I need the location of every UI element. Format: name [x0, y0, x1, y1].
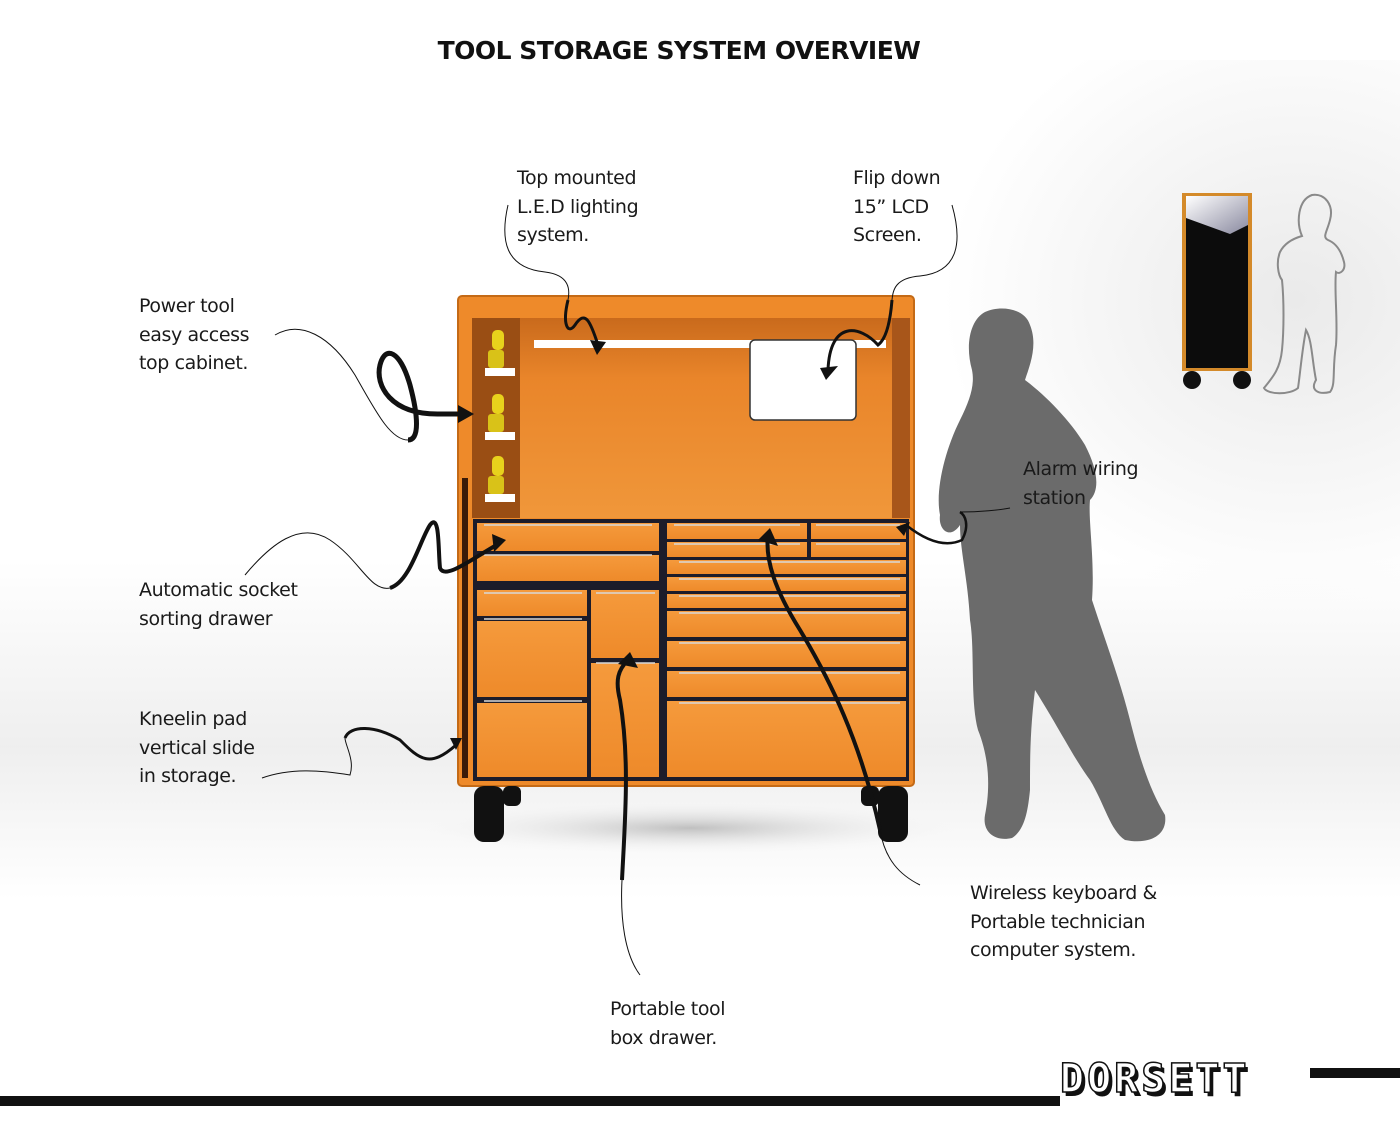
tool-cabinet	[457, 295, 915, 842]
drawer	[477, 621, 587, 697]
page-title: TOOL STORAGE SYSTEM OVERVIEW	[437, 36, 921, 65]
callout-line: Kneelin pad	[139, 708, 247, 730]
person-outline-icon	[1262, 193, 1346, 395]
callout-led-lighting: Top mounted L.E.D lighting system.	[517, 164, 639, 250]
callout-line: L.E.D lighting	[517, 195, 639, 218]
curved-arrow-icon	[621, 879, 641, 976]
callout-line: station	[1023, 486, 1086, 509]
power-tool-3	[485, 456, 515, 502]
brand-logo: DORSETT	[1059, 1055, 1250, 1103]
drawer	[667, 701, 906, 777]
curved-arrow-icon	[343, 727, 457, 761]
callout-line: Alarm wiring	[1023, 458, 1139, 480]
curved-arrow-icon	[274, 328, 409, 441]
portable-toolbox-drawer	[591, 590, 659, 658]
drawer	[667, 641, 906, 667]
callout-line: in storage.	[139, 765, 237, 787]
callout-line: box drawer.	[610, 1026, 717, 1049]
callout-line: computer system.	[970, 939, 1137, 961]
drawer	[667, 560, 906, 574]
curved-arrow-icon	[826, 299, 894, 371]
curved-arrow-icon	[905, 510, 968, 545]
curved-arrow-icon	[504, 204, 570, 301]
callout-line: Portable technician	[970, 910, 1146, 933]
curved-arrow-icon	[615, 658, 630, 881]
drawer-handles	[484, 524, 900, 704]
socket-sorting-drawer	[477, 555, 659, 581]
callout-power-tool-cabinet: Power tool easy access top cabinet.	[139, 292, 250, 378]
callout-arrows	[244, 204, 1011, 976]
arrowheads	[450, 340, 910, 750]
callout-line: vertical slide	[139, 736, 255, 759]
lcd-screen	[749, 339, 857, 421]
drawer	[667, 671, 906, 697]
drawer	[477, 523, 659, 551]
person-silhouette-icon	[938, 308, 1166, 842]
drawer	[667, 594, 906, 608]
drawer	[477, 703, 587, 777]
cabinet-shadow	[400, 800, 980, 856]
power-tools	[485, 330, 515, 502]
kneeling-pad-slot	[462, 478, 468, 778]
callout-portable-toolbox: Portable tool box drawer.	[610, 995, 726, 1052]
callout-line: Power tool	[139, 295, 235, 317]
callout-line: sorting drawer	[139, 607, 273, 630]
callout-line: Flip down	[853, 167, 941, 189]
power-tool-2	[485, 394, 515, 440]
curved-arrow-icon	[261, 737, 352, 779]
drawer	[667, 611, 906, 637]
curved-arrow-icon	[244, 532, 391, 589]
curved-arrow-icon	[879, 829, 921, 886]
drawer	[811, 523, 906, 539]
footer-rule	[1310, 1068, 1400, 1078]
cabinet-right-wall	[892, 318, 910, 518]
callout-alarm-wiring: Alarm wiring station	[1023, 455, 1139, 512]
led-light-bar	[534, 340, 886, 348]
drawer	[667, 577, 906, 591]
callout-line: 15” LCD	[853, 195, 929, 218]
curved-arrow-icon	[389, 520, 501, 590]
callout-kneeling-pad: Kneelin pad vertical slide in storage.	[139, 705, 255, 791]
callout-line: Screen.	[853, 224, 922, 246]
footer-rule	[0, 1096, 1060, 1106]
drawer	[667, 542, 807, 557]
callout-line: Portable tool	[610, 998, 726, 1020]
callout-line: top cabinet.	[139, 352, 249, 374]
curved-arrow-icon	[765, 534, 882, 831]
curved-arrow-icon	[376, 351, 458, 443]
callout-line: Top mounted	[517, 167, 637, 189]
callout-line: Wireless keyboard &	[970, 882, 1157, 904]
curved-arrow-icon	[891, 204, 958, 301]
callout-line: easy access	[139, 323, 250, 346]
callout-lcd-screen: Flip down 15” LCD Screen.	[853, 164, 941, 250]
drawer	[477, 590, 587, 616]
callout-line: Automatic socket	[139, 579, 298, 601]
curved-arrow-icon	[959, 507, 1011, 513]
drawer	[811, 542, 906, 557]
curved-arrow-icon	[564, 299, 600, 346]
callout-wireless-keyboard: Wireless keyboard & Portable technician …	[970, 879, 1157, 965]
callout-socket-drawer: Automatic socket sorting drawer	[139, 576, 298, 633]
mobile-monitor-unit	[1182, 193, 1252, 389]
callout-line: system.	[517, 224, 589, 246]
power-tool-1	[485, 330, 515, 376]
